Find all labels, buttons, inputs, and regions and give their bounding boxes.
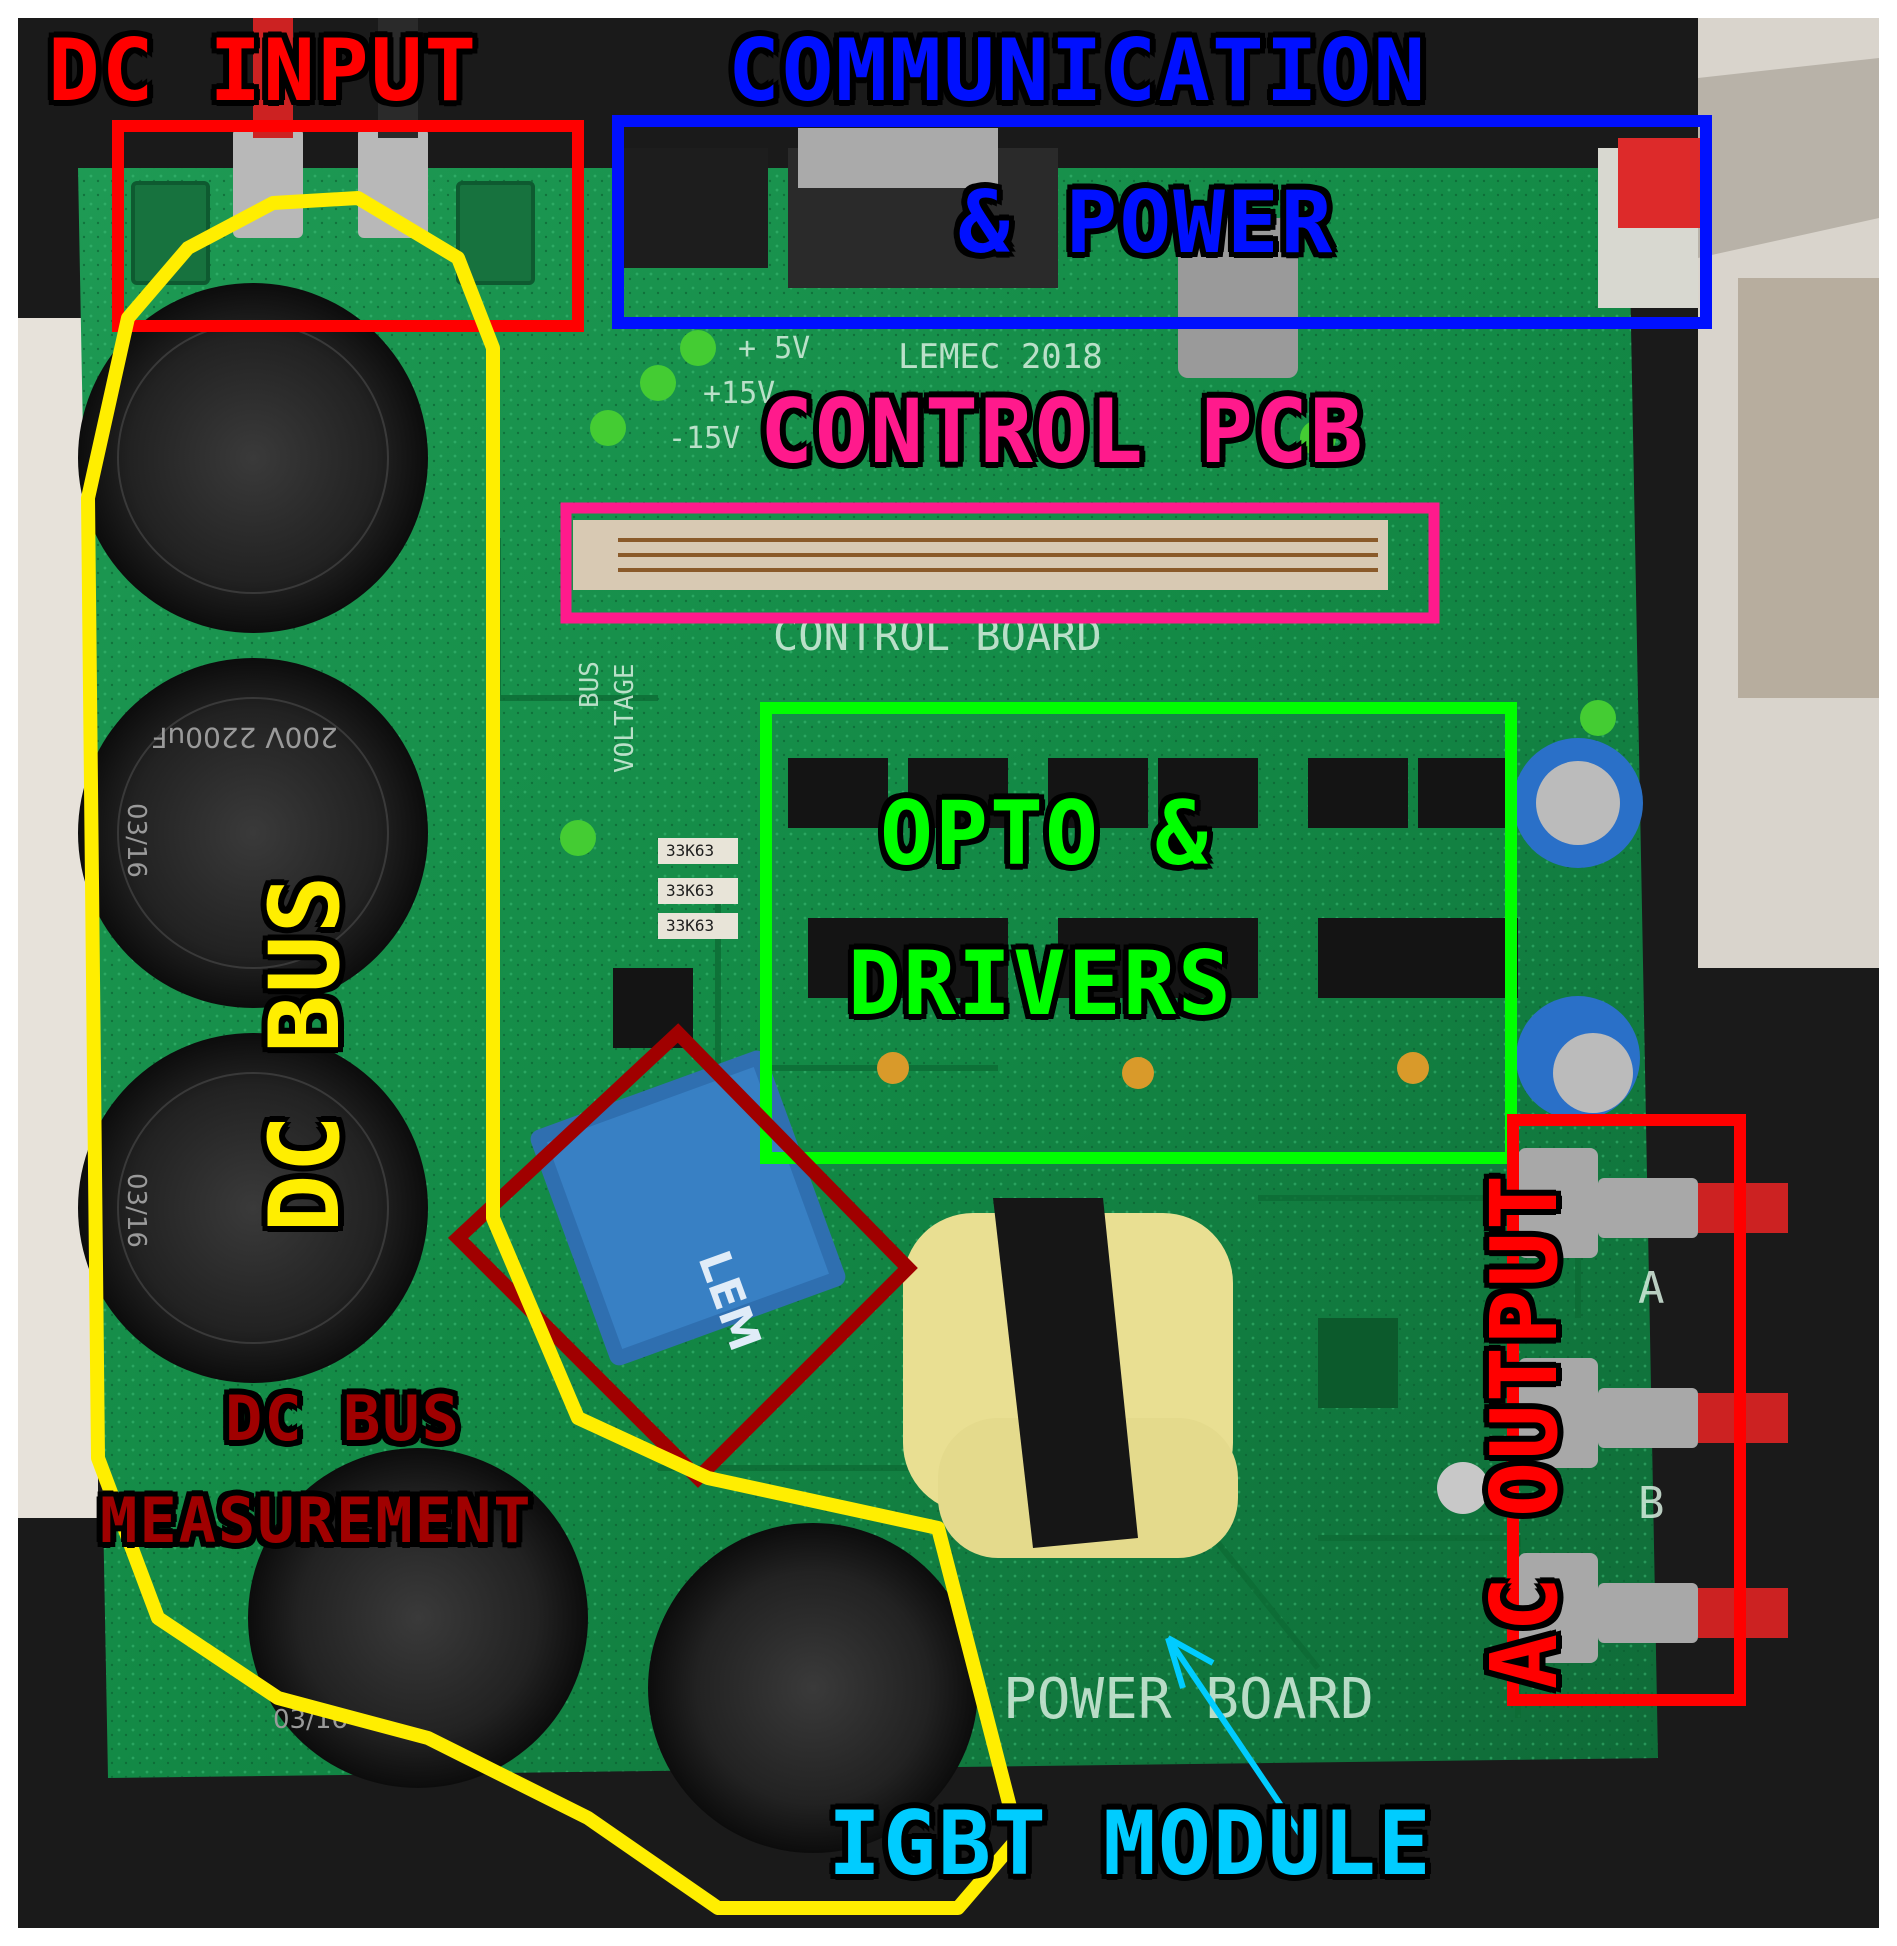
ac-output-label: AC OUTPUT — [1471, 1172, 1578, 1690]
silk-voltage: VOLTAGE — [610, 663, 640, 773]
silk-power-board: POWER BOARD — [1003, 1667, 1374, 1732]
silk-cap-rating: 200V 2200uF — [151, 721, 338, 754]
opto-drivers-box — [760, 702, 1517, 1164]
igbt-module-label: IGBT MODULE — [828, 1792, 1433, 1895]
communication-label: COMMUNICATION — [728, 21, 1428, 121]
silk-lemec: LEMEC 2018 — [898, 337, 1103, 377]
dc-bus-outline — [81, 191, 1025, 1915]
silk-minus15v: -15V — [668, 421, 740, 456]
silk-cap-date-2: 03/16 — [121, 1173, 151, 1248]
igbt-inductor — [903, 1198, 1489, 1558]
control-pcb-box — [560, 502, 1440, 624]
ac-output-box — [1507, 1114, 1746, 1706]
dc-input-box — [112, 120, 584, 332]
communication-box — [612, 115, 1712, 329]
pcb-photo: LEMEC 2018 CONTROL BOARD POWER BOARD + 5… — [18, 18, 1879, 1928]
silk-cap-date-1: 03/16 — [121, 803, 151, 878]
dc-bus-capacitors — [78, 283, 978, 1853]
dc-bus-label: DC BUS — [249, 873, 361, 1233]
silk-plus15v: +15V — [703, 376, 775, 411]
silk-resistor-1: 33K63 — [666, 841, 714, 860]
igbt-arrow — [1165, 1636, 1316, 1855]
drivers-label: DRIVERS — [848, 932, 1233, 1035]
opto-label: OPTO & — [880, 782, 1210, 885]
power-label: & POWER — [958, 173, 1335, 273]
silk-resistor-2: 33K63 — [666, 881, 714, 900]
dc-input-label: DC INPUT — [48, 21, 479, 121]
dc-bus-measurement-label-1: DC BUS — [225, 1382, 461, 1455]
silk-phase-b: B — [1638, 1478, 1665, 1529]
dc-bus-measurement-label-2: MEASUREMENT — [100, 1484, 533, 1557]
silk-phase-a: A — [1638, 1263, 1665, 1314]
silk-resistor-3: 33K63 — [666, 916, 714, 935]
control-pcb-label: CONTROL PCB — [760, 380, 1365, 483]
silk-bus: BUS — [575, 661, 605, 708]
silk-plus5v: + 5V — [738, 331, 810, 366]
